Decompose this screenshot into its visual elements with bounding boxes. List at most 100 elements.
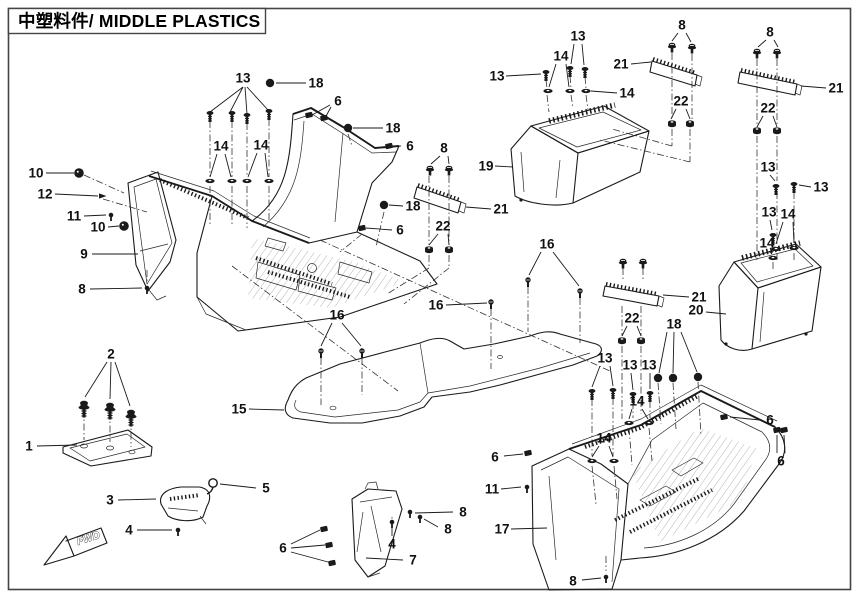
leader-line [117,498,157,501]
callout-number: 16 [428,298,444,313]
center-line [672,382,677,430]
hardware-screw16-icon [577,288,583,298]
leader-line [670,108,677,120]
callout-6: 6 [491,450,524,465]
center-line [585,94,589,111]
hardware-nut-icon [668,120,676,128]
hardware-grommet-icon [74,168,84,178]
callout-number: 18 [405,199,421,214]
leader-line [311,104,331,116]
callout-number: 16 [329,308,345,323]
callout-22: 22 [670,94,691,120]
callout-number: 14 [629,394,645,409]
callout-21: 21 [613,57,652,72]
leader-line [552,251,580,287]
leader-line [89,287,143,290]
part-under-panel-15 [284,331,602,424]
callout-number: 22 [624,311,639,326]
part-bracket-plate-1 [62,429,153,467]
leader-line [768,250,773,255]
callout-number: 11 [67,209,82,224]
leader-line [685,108,691,120]
callout-number: 14 [596,431,612,446]
callout-13: 13 [489,69,542,84]
hardware-nut-icon [445,246,453,254]
hardware-screwS-icon [389,519,395,528]
fwd-direction-arrow: FWD [43,527,108,566]
leader-line [246,86,269,111]
callout-number: 1 [25,439,33,454]
leader-line [430,155,441,165]
callout-number: 14 [253,138,269,153]
hardware-washer-icon [768,255,778,261]
leader-line [671,32,679,42]
callout-number: 18 [666,317,682,332]
leader-line [388,204,404,207]
hardware-rivet-icon [693,372,703,382]
callout-8: 8 [757,25,779,48]
hardware-bolt-icon [609,388,617,399]
leader-line [772,115,778,128]
callout-8: 8 [671,18,692,43]
part-footrest-bar-21-b [737,68,803,96]
leader-line [341,322,362,347]
hardware-nut-icon [618,337,626,345]
callout-8: 8 [423,518,452,537]
leader-line [445,302,488,306]
hardware-bolt-icon [772,184,780,195]
center-line [570,94,574,109]
callout-number: 4 [388,537,396,552]
leader-line [591,365,601,388]
leader-line [672,331,675,374]
hardware-bolt-icon [588,389,596,400]
leader-line [209,86,244,113]
leader-line [769,219,773,231]
hardware-screw8-icon [687,43,697,54]
leader-line [320,322,333,347]
callout-18: 18 [276,76,324,91]
leader-line [365,227,393,231]
leader-line [365,557,404,561]
hardware-bolt-icon [228,111,236,122]
callout-number: 13 [597,351,613,366]
hardware-washer-icon [581,88,591,94]
callout-13: 13 [760,160,776,182]
center-line [591,465,597,505]
hardware-bolt-icon [243,113,251,124]
leader-line [244,86,248,115]
callout-13: 13 [622,358,638,391]
hardware-layer [74,42,799,583]
hardware-bolt-icon [646,391,654,402]
callout-number: 13 [813,180,829,195]
hardware-screwS-icon [524,484,530,493]
callout-number: 13 [570,29,586,44]
callout-number: 20 [688,303,703,318]
leader-line [775,221,784,245]
center-line [339,233,363,253]
part-left-side-panel-9 [127,171,177,301]
hardware-screw16-icon [488,299,494,309]
callout-number: 18 [385,121,401,136]
hardware-screwA-icon [99,193,107,199]
callout-number: 2 [107,347,115,362]
callout-number: 6 [279,541,287,556]
callout-6: 6 [311,94,342,119]
center-line [648,427,653,462]
hardware-nut-icon [637,337,645,345]
callout-14: 14 [628,394,649,420]
leader-line [628,408,633,420]
callout-number: 22 [673,94,688,109]
callout-4: 4 [125,523,172,538]
callout-14: 14 [775,207,796,245]
leader-line [581,577,602,581]
leader-line [414,511,454,514]
callout-15: 15 [231,402,285,417]
leader-line [729,416,761,421]
callout-number: 11 [485,482,500,497]
callout-number: 18 [308,76,324,91]
hardware-clip-icon [358,224,366,232]
leader-line [290,544,326,549]
callout-number: 7 [409,553,417,568]
hardware-bolt2-icon [104,402,116,420]
